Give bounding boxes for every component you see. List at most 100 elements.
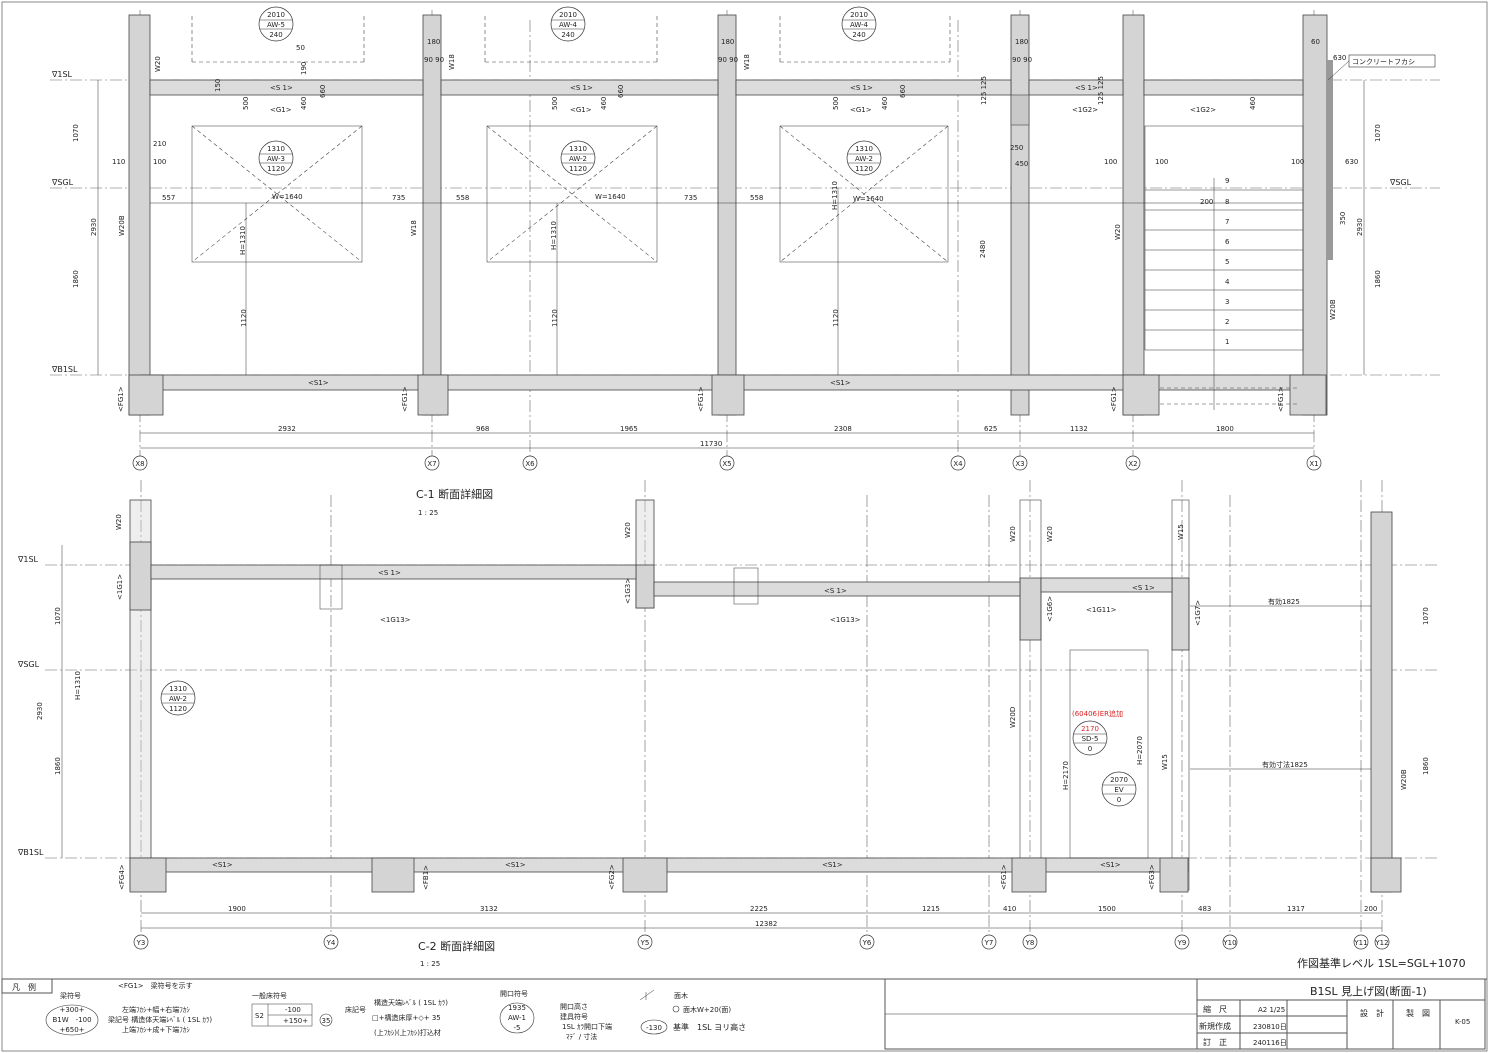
lower-wall-4: W20 [1046, 526, 1054, 542]
legend-floor-line-1: 構造天端ﾚﾍﾞﾙ ( 1SL ｶﾗ) [374, 998, 448, 1007]
span-x6-x5: 1965 [620, 425, 638, 433]
door-tag-top: 2170 [1081, 725, 1099, 733]
opening-3 [779, 125, 949, 263]
footing-x2 [1122, 374, 1160, 416]
axis-x1-label: X1 [1309, 460, 1318, 468]
dim-460-c: 460 [881, 97, 889, 110]
span-x3-x2: 1132 [1070, 425, 1088, 433]
axis-y11-label: Y11 [1353, 939, 1367, 947]
axis-x5: X5 [719, 455, 735, 471]
dim-260: 60 [1311, 38, 1320, 46]
wall-label-w20b-b: W20B [1329, 299, 1337, 320]
beam-label-4: <1G2> [1072, 106, 1098, 114]
section-title-c1: C-1 断面詳細図 [416, 487, 493, 501]
axis-y6: Y6 [859, 934, 875, 950]
opening-tag-1: 1310 AW-3 1120 [258, 140, 294, 176]
lower-slab-6: <S1> [822, 861, 843, 869]
span-x4-x3: 625 [984, 425, 997, 433]
opening-tag-3-mid: AW-2 [855, 155, 873, 163]
span-x7-x6: 968 [476, 425, 489, 433]
beam-label-5: <1G2> [1190, 106, 1216, 114]
opening-tag-2-mid: AW-2 [569, 155, 587, 163]
opening-tag-1-top: 1310 [267, 145, 285, 153]
door-note: (60406)ER追加 [1072, 709, 1123, 718]
concrete-note-leader [1327, 60, 1350, 81]
right-dim-1070: 1070 [1374, 124, 1382, 142]
legend-chamfer-circle [672, 1005, 680, 1013]
drawing-title: B1SL 見上げ図(断面-1) [1310, 984, 1427, 998]
dim-660-c: 660 [899, 85, 907, 98]
beam-label-2: <G1> [570, 106, 592, 114]
legend-open-line-3: 1SL ｶﾗ開口下端 [562, 1022, 612, 1031]
door-tag: 2170 SD-5 0 [1072, 720, 1108, 756]
axis-y3-label: Y3 [136, 939, 146, 947]
axis-x8: X8 [132, 455, 148, 471]
axis-x2: X2 [1125, 455, 1141, 471]
legend-floor-circle [319, 1013, 333, 1027]
axis-y12-label: Y12 [1374, 939, 1388, 947]
legend-floor-line-2: □+構造床厚+◇+ 35 [372, 1013, 441, 1022]
dim-1120-b: 1120 [551, 309, 559, 327]
slab-label-4: <S 1> [1075, 84, 1098, 92]
dim-60-a: 630 [1333, 54, 1346, 62]
axis-x4: X4 [950, 455, 966, 471]
legend-open-box-1: 1935 [508, 1004, 526, 1012]
legend-floor-line-3: (上ﾌｶｼ)(上ﾌｶｼ)打込材 [374, 1028, 441, 1037]
lower-right-1070: 1070 [1422, 607, 1430, 625]
stair-step-2: 2 [1225, 318, 1229, 326]
height-3: H=1310 [831, 181, 839, 210]
axis-x6: X6 [522, 455, 538, 471]
lower-wall-w20d: W20D [1009, 707, 1017, 728]
column-x2 [1122, 14, 1145, 416]
window-tag-3-mid: AW-4 [850, 21, 869, 29]
elevator-tag-bot: 0 [1117, 796, 1121, 804]
legend-beam-ellipse [45, 1004, 99, 1036]
footing-x1 [1289, 374, 1327, 416]
lower-footing-fg1: <FG1> [1000, 864, 1008, 890]
dim-180-c: 180 [721, 38, 734, 46]
elevator-tag-top: 2070 [1110, 776, 1128, 784]
legend-open-title: 開口符号 [500, 989, 528, 998]
door-tag-bot: 0 [1088, 745, 1092, 753]
window-hidden-1 [191, 15, 365, 63]
top-slab-3 [735, 79, 1012, 96]
beam-y8 [1019, 577, 1042, 641]
width-2: W=1640 [595, 193, 626, 201]
lower-span-1: 1900 [228, 905, 246, 913]
opening-2 [486, 125, 658, 263]
window-tag-1-bot: 240 [269, 31, 282, 39]
dim-735-b: 735 [684, 194, 697, 202]
legend-floor-minus: -100 [285, 1006, 301, 1014]
stair-step-9: 9 [1225, 177, 1229, 185]
stair-step-8: 8 [1225, 198, 1229, 206]
level-1sl-lower: ∇1SL [17, 555, 39, 564]
dim-250: 450 [1015, 160, 1028, 168]
footing-hidden [1160, 387, 1300, 405]
lower-span-9: 200 [1364, 905, 1377, 913]
axis-x1: X1 [1306, 455, 1322, 471]
lower-opening-bot: 1120 [169, 705, 187, 713]
wall-label-w20-a: W20 [154, 56, 162, 72]
top-slab-5 [1143, 79, 1304, 96]
axis-y7-label: Y7 [984, 939, 994, 947]
stair-step-5: 5 [1225, 258, 1229, 266]
lower-wall-3: W20 [1009, 526, 1017, 542]
width-3: W=1640 [853, 195, 884, 203]
window-hidden-3 [779, 15, 951, 63]
top-slab-2 [440, 79, 719, 96]
slab-label-1: <S 1> [270, 84, 293, 92]
section-scale-c1: 1 : 25 [418, 509, 438, 517]
section-title-c2: C-2 断面詳細図 [418, 939, 495, 953]
window-tag-3-top: 2010 [850, 11, 868, 19]
dim-660-b: 660 [617, 85, 625, 98]
axis-x6-label: X6 [525, 460, 535, 468]
dim-100-a: 100 [153, 158, 166, 166]
axis-y7: Y7 [981, 934, 997, 950]
axis-x8-label: X8 [135, 460, 144, 468]
lower-slab-2: <S 1> [824, 587, 847, 595]
title-block: B1SL 見上げ図(断面-1) 縮 尺 A2 1/25 新規作成 230810日… [884, 978, 1486, 1050]
lower-span-6: 1500 [1098, 905, 1116, 913]
dim-630: 350 [1339, 212, 1347, 225]
dim-660-a: 660 [319, 85, 327, 98]
